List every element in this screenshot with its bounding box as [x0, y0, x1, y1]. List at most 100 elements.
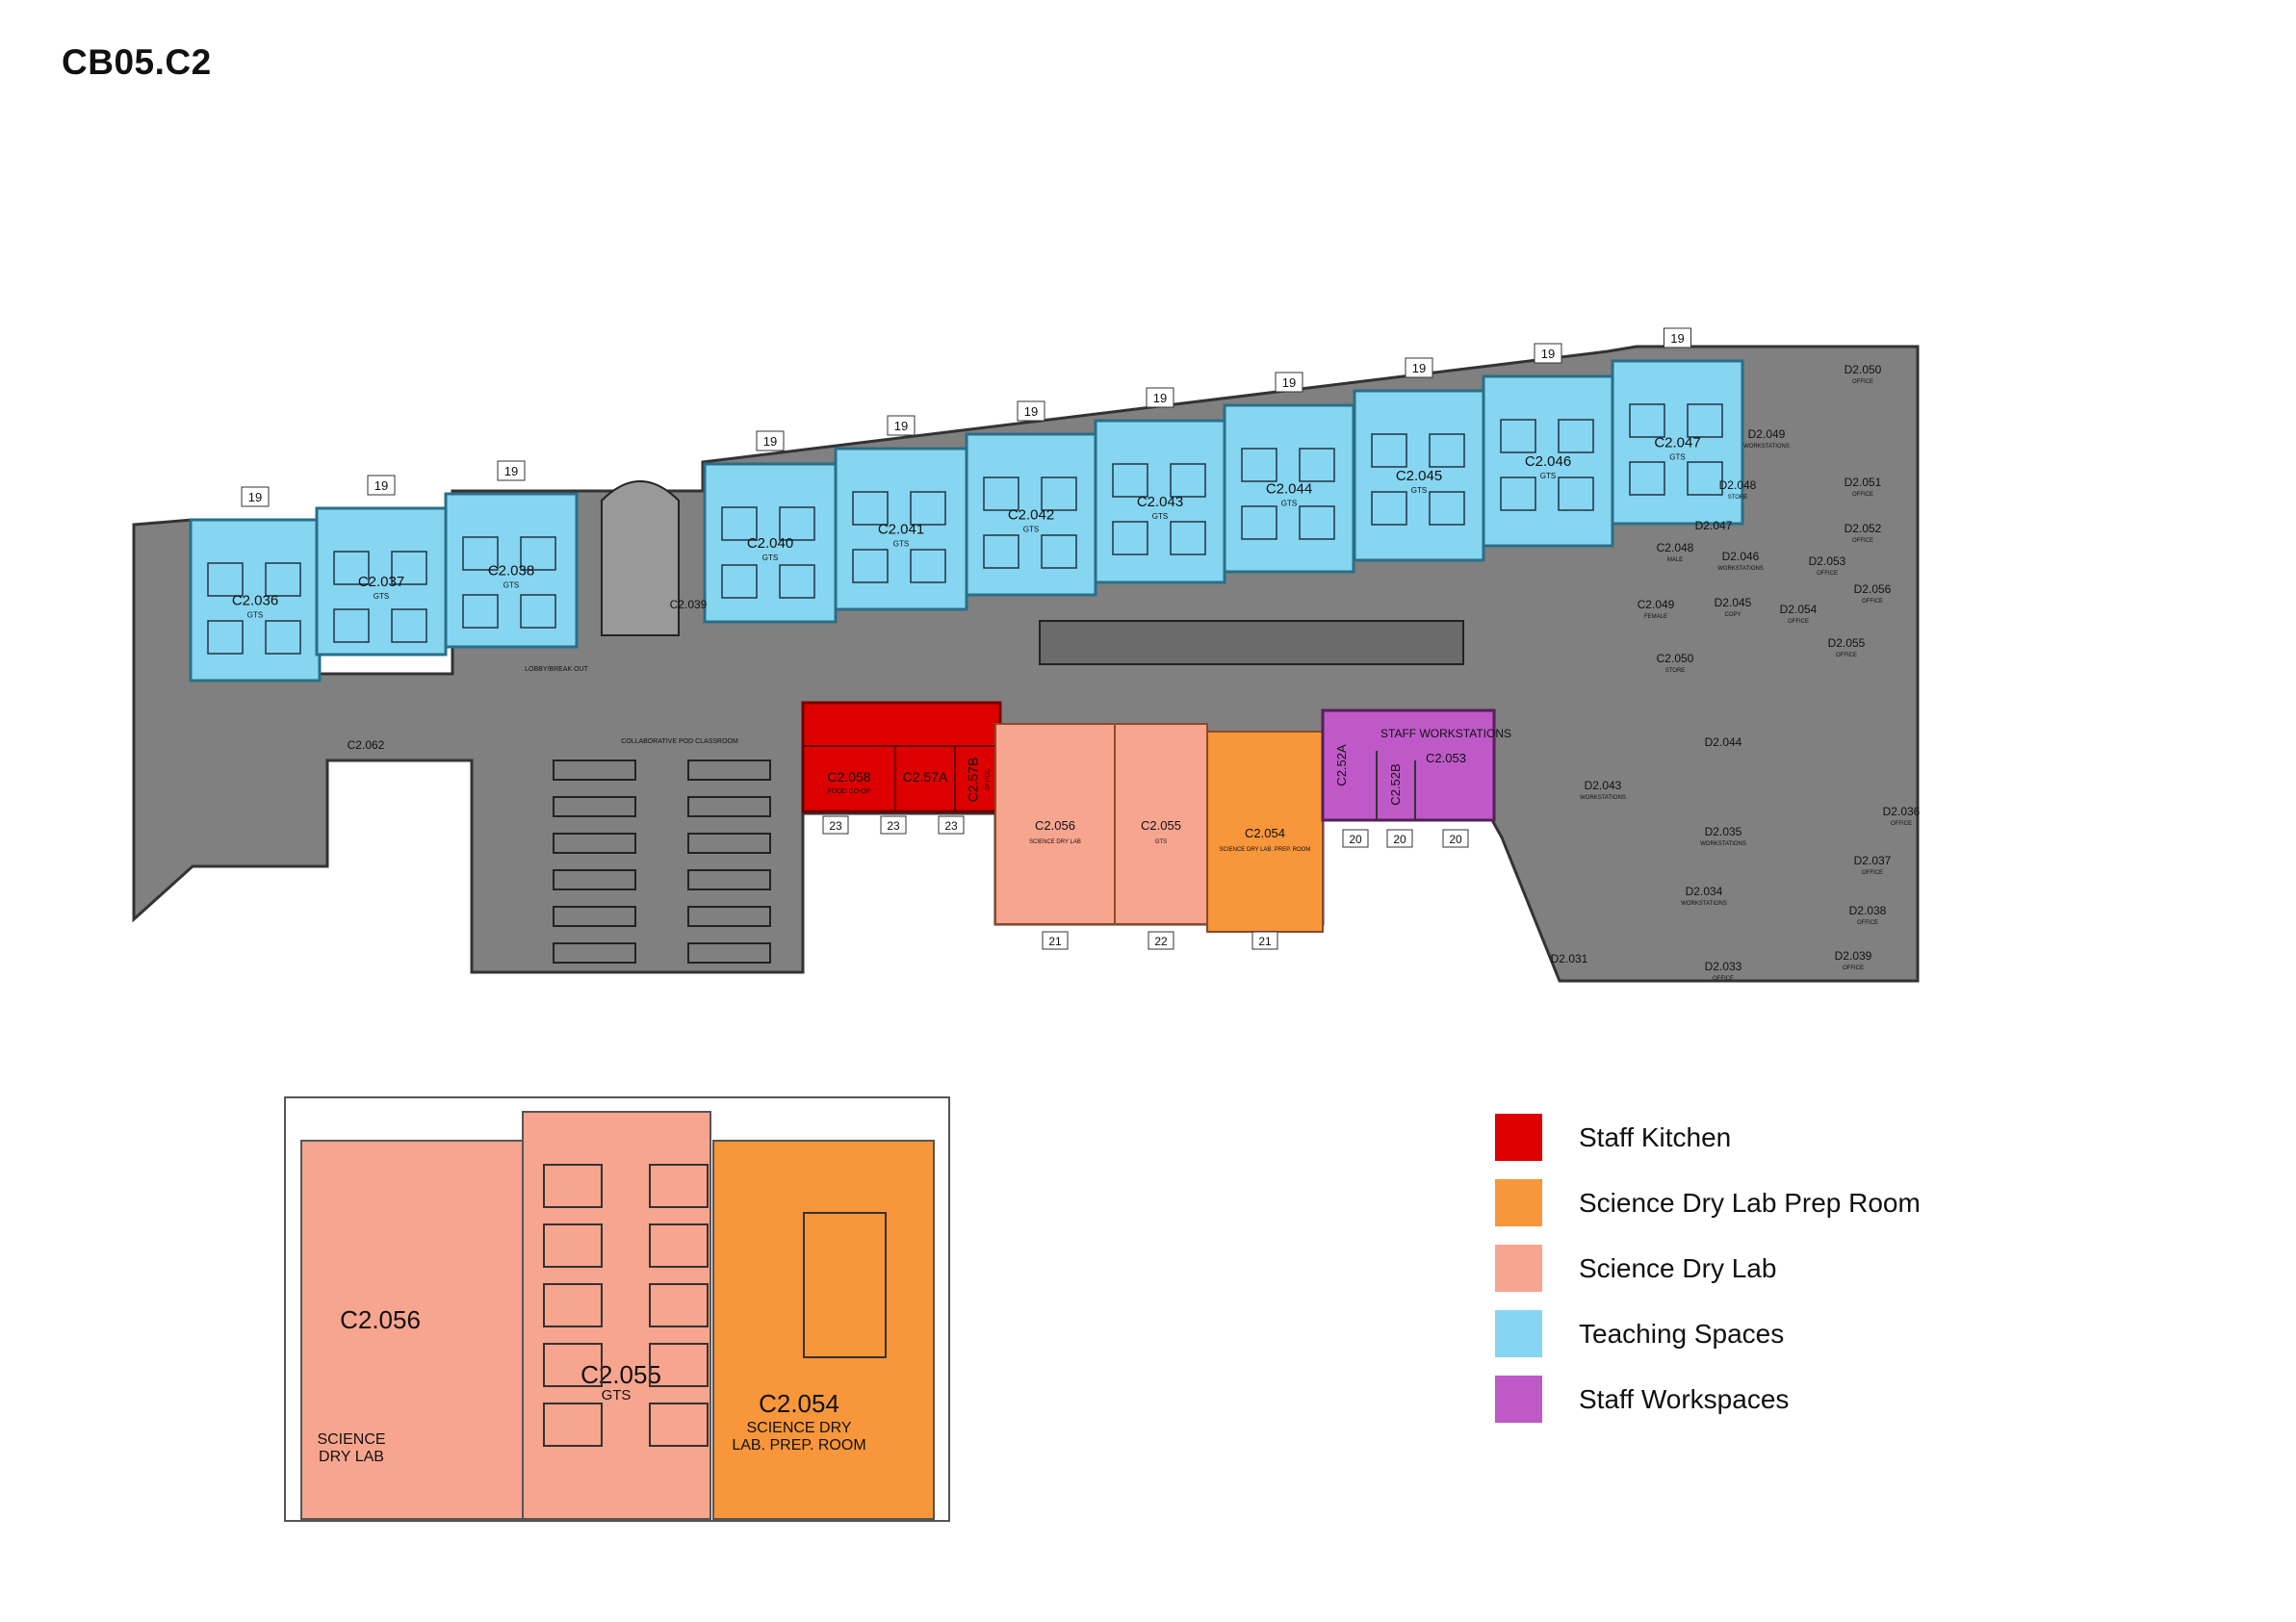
capacity-label: 19	[1541, 347, 1555, 361]
capacity-label: 19	[1670, 331, 1684, 346]
room-sub-label: OFFICE	[1713, 976, 1734, 982]
room-sub-label: MALE	[1667, 557, 1683, 563]
pod-table	[553, 906, 636, 927]
capacity-label: 20	[1449, 833, 1462, 846]
room-label: D2.056	[1854, 582, 1892, 596]
room-label: D2.055	[1828, 636, 1866, 650]
legend-item-dry-lab: Science Dry Lab	[1495, 1245, 1921, 1292]
room-label: C2.037	[358, 574, 404, 590]
room-sub-label: LOBBY/BREAK OUT	[525, 666, 588, 673]
legend-swatch	[1495, 1376, 1542, 1423]
capacity-badge	[1017, 400, 1045, 422]
table-icon	[1687, 403, 1723, 438]
pod-table	[553, 796, 636, 817]
room-label: D2.039	[1835, 949, 1872, 963]
teaching-room	[703, 462, 838, 624]
table-icon	[265, 620, 301, 655]
table-icon	[1112, 521, 1148, 555]
room-sub-label: FOOD CO-OP	[827, 788, 870, 795]
table-icon	[852, 549, 889, 583]
room-sub-label: GTS	[1669, 453, 1685, 462]
room-sub-label: OFFICE	[1817, 571, 1838, 577]
room-label: D2.048	[1719, 478, 1757, 492]
capacity-label: 19	[1153, 391, 1167, 405]
pod-table	[553, 869, 636, 890]
table-icon	[1241, 448, 1277, 482]
room-sub-label: OFFICE	[1788, 619, 1809, 625]
room-label: D2.043	[1585, 779, 1622, 792]
table-icon	[1558, 419, 1594, 453]
table-icon	[1371, 491, 1407, 526]
room-sub-label: STORE	[1665, 668, 1686, 674]
room-label: C2.044	[1266, 481, 1312, 498]
inset-frame	[284, 1096, 950, 1522]
table-icon	[1041, 534, 1077, 569]
room-sub-label: OFFICE	[986, 769, 992, 790]
table-icon	[1241, 505, 1277, 540]
room-label: C2.52B	[1388, 763, 1403, 805]
room-sub-label: WORKSTATIONS	[1681, 901, 1727, 907]
capacity-badge	[1146, 387, 1174, 408]
room-sub-label: SCIENCE DRY LAB. PREP. ROOM	[1220, 847, 1311, 853]
table-icon	[1170, 463, 1206, 498]
capacity-label: 23	[944, 819, 958, 833]
legend-swatch	[1495, 1310, 1542, 1357]
room-label: C2.036	[232, 593, 278, 609]
room-sub-label: STAFF WORKSTATIONS	[1380, 727, 1511, 740]
room-label: C2.040	[747, 535, 793, 552]
capacity-badge	[241, 486, 270, 507]
staff-workspace-area	[1321, 708, 1496, 822]
inset-table	[649, 1223, 709, 1268]
legend-label: Science Dry Lab Prep Room	[1579, 1187, 1921, 1218]
teaching-room	[1353, 389, 1485, 562]
teaching-room	[1482, 374, 1614, 548]
inset-room-sub-label: GTS	[602, 1387, 632, 1403]
inset-table	[543, 1283, 603, 1327]
legend-swatch	[1495, 1245, 1542, 1292]
room-sub-label: SCIENCE DRY LAB	[1029, 839, 1081, 845]
staff-kitchen-area	[801, 701, 1002, 813]
pod-table	[687, 833, 771, 854]
room-label: C2.047	[1654, 435, 1700, 451]
room-label: D2.035	[1705, 825, 1742, 838]
pod-table	[687, 942, 771, 964]
table-icon	[1500, 419, 1536, 453]
table-icon	[910, 549, 946, 583]
table-icon	[1629, 461, 1665, 496]
room-label: D2.050	[1845, 363, 1882, 376]
pod-table	[687, 760, 771, 781]
table-icon	[1299, 448, 1335, 482]
capacity-label: 21	[1258, 935, 1272, 948]
room-label: C2.043	[1137, 494, 1183, 510]
room-sub-label: STORE	[1728, 495, 1748, 501]
room-label: C2.57B	[966, 758, 981, 803]
table-icon	[779, 564, 815, 599]
room-label: C2.056	[1035, 818, 1075, 833]
teaching-room	[1611, 359, 1744, 526]
capacity-label: 19	[248, 490, 262, 504]
room-sub-label: OFFICE	[1852, 379, 1873, 385]
room-sub-label: GTS	[374, 592, 389, 601]
room-sub-label: GTS	[1411, 486, 1427, 495]
inset-bench	[803, 1212, 887, 1358]
table-icon	[391, 608, 427, 643]
room-label: C2.055	[1141, 818, 1181, 833]
capacity-label: 20	[1393, 833, 1406, 846]
room-sub-label: OFFICE	[1862, 599, 1883, 605]
corridor-stair-void	[1039, 620, 1464, 665]
table-icon	[1558, 476, 1594, 511]
capacity-label: 23	[887, 819, 900, 833]
room-label: D2.045	[1715, 596, 1752, 609]
room-label: D2.054	[1780, 603, 1818, 616]
table-icon	[1500, 476, 1536, 511]
table-icon	[462, 536, 499, 571]
legend-label: Teaching Spaces	[1579, 1318, 1785, 1349]
table-icon	[1041, 476, 1077, 511]
inset-room	[522, 1111, 711, 1520]
room-sub-label: WORKSTATIONS	[1717, 566, 1764, 572]
pod-table	[553, 942, 636, 964]
room-label: C2.046	[1525, 453, 1571, 470]
capacity-badge	[1042, 931, 1069, 950]
legend-label: Science Dry Lab	[1579, 1252, 1777, 1283]
